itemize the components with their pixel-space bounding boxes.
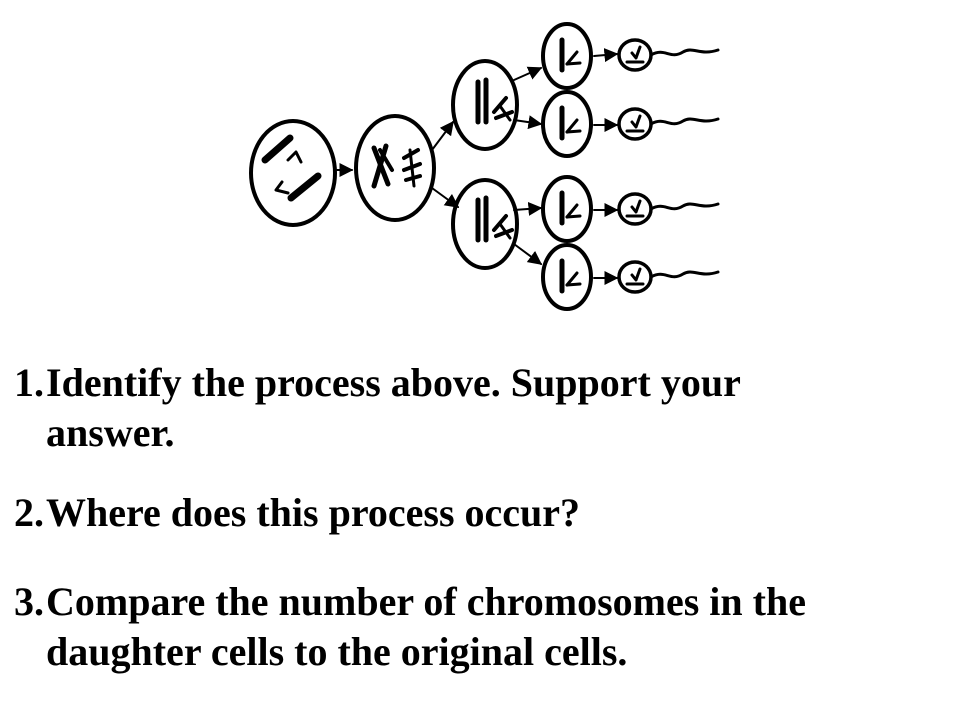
arrow-daughter-1-to-sperm-1: [593, 48, 619, 63]
prophase-cell: [354, 114, 436, 222]
sperm-cell-1: [617, 38, 720, 72]
daughter-cell-1: [541, 22, 593, 90]
arrow-prophase-to-lower-cell: [431, 187, 460, 208]
daughter-cell-4: [541, 243, 593, 311]
arrow-prophase-to-upper-cell: [431, 120, 454, 151]
question-3-line-1: Compare the number of chromosomes in the: [46, 579, 806, 624]
sperm-cell-2: [617, 107, 720, 141]
question-3-number: 3.: [14, 579, 44, 624]
arrow-lower-to-daughter-3: [513, 201, 543, 216]
arrow-upper-to-daughter-2: [513, 115, 543, 130]
daughter-cell-3: [541, 175, 593, 243]
daughter-cell-2: [541, 90, 593, 158]
question-1-line-2: answer.: [46, 410, 175, 455]
meiosis-i-cell-lower: [451, 178, 519, 270]
question-2-number: 2.: [14, 490, 44, 535]
arrow-lower-to-daughter-4: [513, 243, 543, 265]
meiosis-i-cell-upper: [451, 59, 519, 151]
sperm-cell-3: [617, 192, 720, 226]
meiosis-diagram: [249, 22, 720, 311]
question-1-line-1: Identify the process above. Support your: [46, 360, 741, 405]
arrow-upper-to-daughter-1: [513, 66, 543, 81]
question-1-number: 1.: [14, 360, 44, 405]
sperm-cell-4: [617, 260, 720, 294]
question-2-line-1: Where does this process occur?: [46, 490, 581, 535]
question-3-line-2: daughter cells to the original cells.: [46, 629, 628, 674]
parent-cell: [249, 119, 337, 227]
